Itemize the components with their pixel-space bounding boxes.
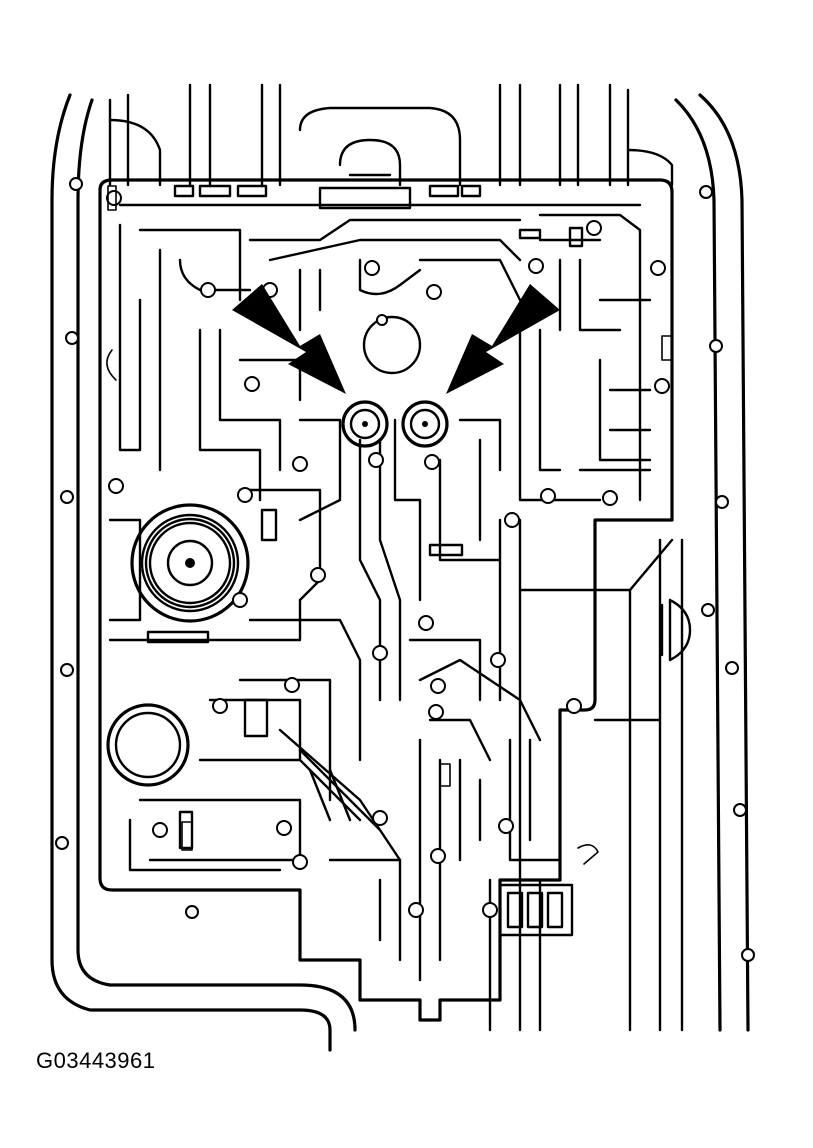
- right-arrow: [446, 284, 560, 394]
- lower-bore: [106, 703, 190, 787]
- left-arrow: [232, 284, 346, 394]
- case-flange-outline: [50, 93, 750, 1052]
- small-fittings: [106, 185, 673, 865]
- upper-center-bore: [362, 315, 422, 375]
- accumulator-bore: [130, 503, 250, 623]
- lower-right-case-block: [488, 518, 692, 1032]
- electrical-connector: [498, 883, 574, 937]
- figure-id-label: G03443961: [36, 1048, 156, 1073]
- hydraulic-passages: [108, 184, 652, 982]
- valve-body-bolts: [106, 190, 670, 918]
- upper-case-castings: [108, 83, 674, 187]
- right-solenoid-plug: [401, 400, 449, 448]
- flange-bolt-holes: [55, 177, 755, 962]
- left-solenoid-plug: [341, 400, 389, 448]
- valve-body-plate: [98, 178, 674, 1022]
